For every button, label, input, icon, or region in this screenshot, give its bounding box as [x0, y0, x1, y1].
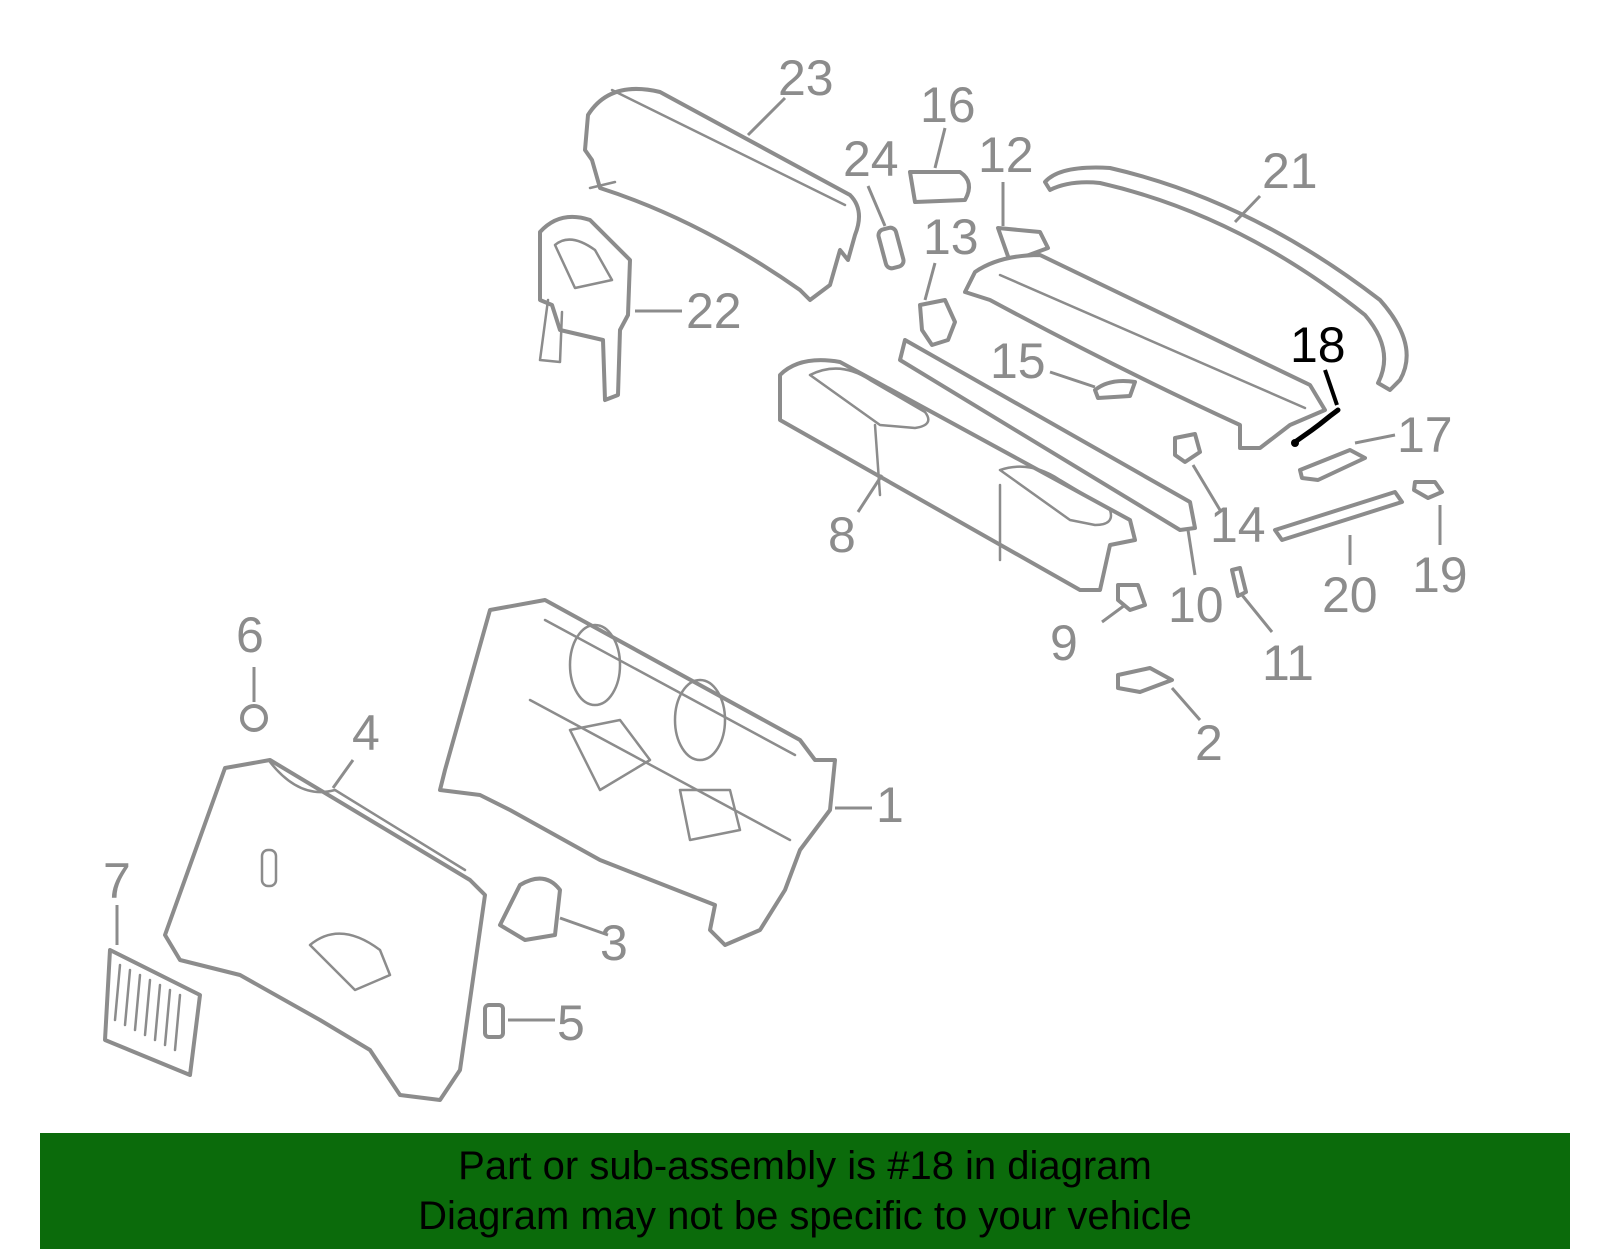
- callout-21: 21: [1262, 143, 1318, 199]
- part-9-bracket[interactable]: [1116, 583, 1147, 612]
- callout-14: 14: [1210, 497, 1266, 553]
- part-17-hinge[interactable]: [1298, 448, 1367, 482]
- callout-7: 7: [103, 853, 131, 909]
- callout-24: 24: [843, 131, 899, 187]
- callout-22: 22: [686, 283, 742, 339]
- part-12-bracket[interactable]: [996, 226, 1050, 264]
- part-18-cable[interactable]: [1291, 407, 1341, 447]
- callout-3: 3: [600, 915, 628, 971]
- part-3-cover[interactable]: [498, 876, 562, 942]
- part-23-cover-panel[interactable]: [583, 87, 861, 302]
- callout-15: 15: [990, 333, 1046, 389]
- callout-10: 10: [1168, 577, 1224, 633]
- part-16-pad[interactable]: [908, 170, 971, 204]
- parcel-shelf[interactable]: [963, 253, 1327, 450]
- part-5-clip[interactable]: [483, 1003, 505, 1039]
- callout-23: 23: [778, 50, 834, 106]
- callout-17: 17: [1397, 407, 1453, 463]
- part-22-headrest-frame[interactable]: [538, 215, 632, 402]
- callout-12: 12: [978, 127, 1034, 183]
- callout-1: 1: [876, 777, 904, 833]
- part-24-clip[interactable]: [876, 225, 906, 271]
- callout-16: 16: [920, 77, 976, 133]
- part-10-trim[interactable]: [898, 338, 1197, 532]
- part-11-clip[interactable]: [1230, 566, 1248, 598]
- banner-line-1: Part or sub-assembly is #18 in diagram: [458, 1144, 1152, 1188]
- callout-2: 2: [1195, 715, 1223, 771]
- part-20-strip[interactable]: [1273, 490, 1404, 542]
- part-13-bracket[interactable]: [918, 298, 957, 347]
- callout-6: 6: [236, 607, 264, 663]
- callout-labels: 23 16 24 12 21 13 22 18 15 17 8 14 19 20…: [103, 50, 1468, 1051]
- part-2-bracket[interactable]: [1116, 666, 1174, 694]
- part-7-vent-grille[interactable]: [103, 948, 202, 1077]
- part-19-clip[interactable]: [1412, 480, 1444, 500]
- callout-9: 9: [1050, 615, 1078, 671]
- callout-20: 20: [1322, 567, 1378, 623]
- leader-lines: [115, 96, 1442, 1022]
- part-14-bracket[interactable]: [1173, 432, 1202, 464]
- callout-19: 19: [1412, 547, 1468, 603]
- part-4-trim-panel[interactable]: [163, 758, 487, 1102]
- part-1-bulkhead-frame[interactable]: [438, 598, 837, 947]
- callout-18-highlighted: 18: [1290, 317, 1346, 373]
- callout-8: 8: [828, 507, 856, 563]
- callout-13: 13: [923, 209, 979, 265]
- part-8-rear-shelf[interactable]: [778, 358, 1137, 592]
- part-6-grommet[interactable]: [240, 704, 268, 732]
- banner-line-2: Diagram may not be specific to your vehi…: [418, 1194, 1192, 1238]
- info-banner: Part or sub-assembly is #18 in diagram D…: [40, 1133, 1570, 1249]
- callout-11: 11: [1262, 635, 1314, 691]
- part-21-trim-strip[interactable]: [1043, 165, 1409, 392]
- callout-5: 5: [557, 995, 585, 1051]
- part-15-clip[interactable]: [1093, 379, 1137, 400]
- callout-4: 4: [352, 705, 380, 761]
